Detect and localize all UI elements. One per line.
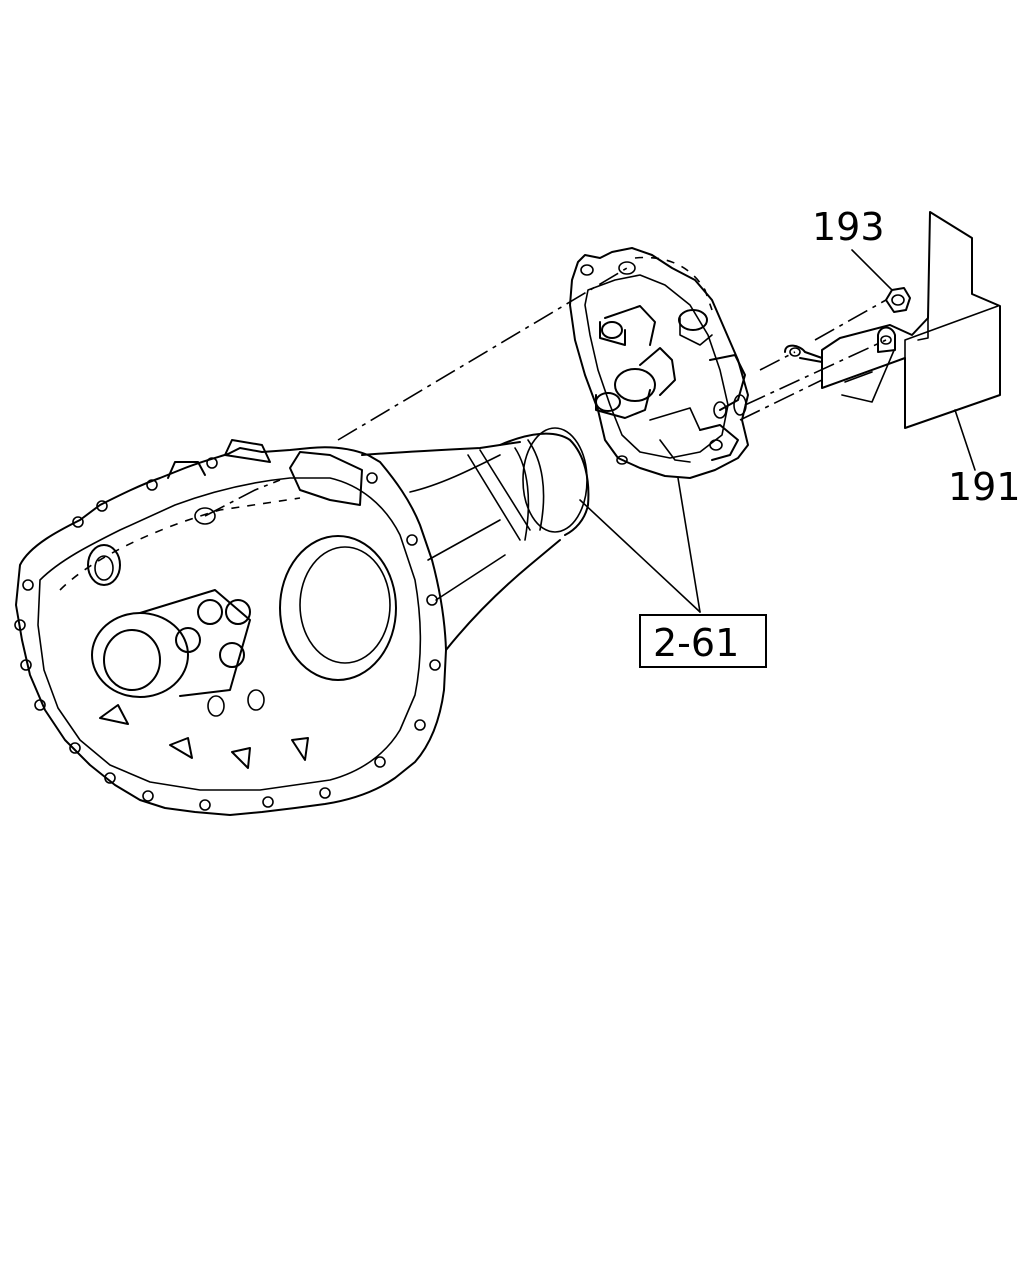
reference-label-2-61: 2-61 <box>653 621 739 665</box>
transmission-housing <box>14 427 590 816</box>
reference-box: 2-61 <box>639 614 767 668</box>
nut-193 <box>885 287 911 313</box>
leader-lines <box>579 249 976 613</box>
alignment-lines <box>204 267 887 517</box>
bracket-191 <box>784 211 1001 429</box>
callout-191: 191 <box>948 465 1021 509</box>
callout-193: 193 <box>812 205 885 249</box>
adapter-plate-assembly <box>569 247 749 479</box>
